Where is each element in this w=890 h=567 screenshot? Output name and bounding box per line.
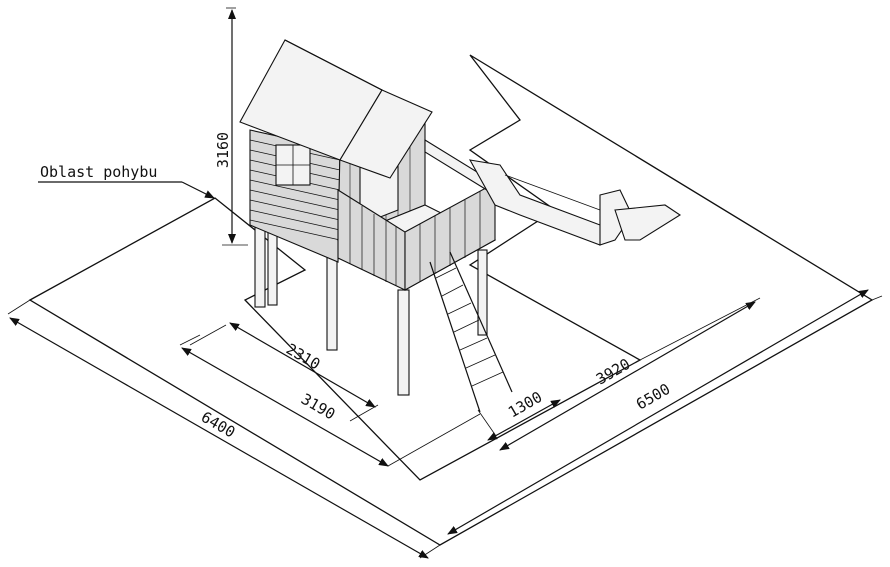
height-dimension-text: 3160 bbox=[214, 132, 232, 168]
slide-exit-plate bbox=[614, 204, 682, 241]
movement-area-outline bbox=[28, 54, 874, 546]
area-label: Oblast pohybu bbox=[40, 163, 157, 181]
height-dimension: 3160 bbox=[214, 7, 248, 246]
roof-side bbox=[339, 89, 433, 179]
area-label-group: Oblast pohybu bbox=[38, 163, 215, 199]
ladder bbox=[429, 251, 513, 413]
playhouse bbox=[239, 39, 682, 413]
slide bbox=[468, 159, 682, 246]
